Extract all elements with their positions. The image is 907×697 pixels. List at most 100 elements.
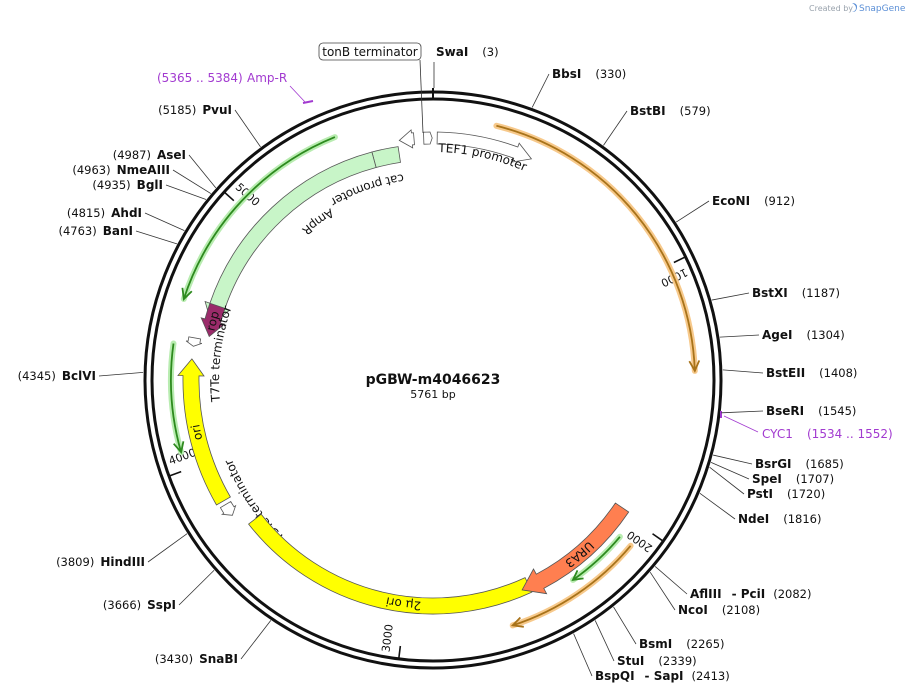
site-swai[interactable]: SwaI (3) (432, 45, 499, 100)
feature-ori[interactable]: ori (177, 358, 231, 506)
site-position: (3430) (155, 652, 193, 666)
site-ncoi[interactable]: NcoI(2108) (649, 571, 760, 617)
site-bani[interactable]: BanI (4763) (58, 224, 178, 245)
feature-2mu-ori[interactable]: 2μ ori (248, 513, 533, 615)
site-bsmi[interactable]: BsmI(2265) (613, 606, 725, 651)
primer-cyc1[interactable]: CYC1 (1534 .. 1552) (720, 411, 893, 441)
site-name: BbsI (552, 67, 581, 81)
site-name: BsrGI (755, 457, 792, 471)
site-position: (4815) (67, 206, 105, 220)
feature-rop[interactable]: rop (200, 302, 226, 338)
restriction-sites: SwaI (3) BbsI (330) BstBI (579) EcoNI(912) BstX… (18, 45, 858, 683)
site-position: (2082) (773, 587, 811, 601)
site-position: (1187) (802, 286, 840, 300)
primer-cyc1-name: CYC1 (762, 427, 793, 441)
site-position: (3809) (56, 555, 94, 569)
feature-tonb-glyph (423, 131, 433, 145)
site-name: AseI (157, 148, 186, 162)
site-bstbi[interactable]: BstBI (579) (603, 104, 711, 146)
site-position: (2265) (686, 637, 724, 651)
primer-amp-r[interactable]: (5365 .. 5384) Amp-R (157, 71, 314, 104)
site-ndei[interactable]: NdeI (1816) (699, 492, 822, 526)
site-spei[interactable]: SpeI(1707) (710, 461, 834, 486)
site-name: NmeAIII (117, 163, 170, 177)
site-position: (1707) (796, 472, 834, 486)
site-position: (1720) (787, 487, 825, 501)
feature-ori-label: ori (188, 423, 205, 441)
site-name: SnaBI (199, 652, 238, 666)
site-position: (2108) (722, 603, 760, 617)
site-bsrgi[interactable]: BsrGI (1685) (713, 454, 844, 471)
site-position: (3) (482, 45, 498, 59)
feature-rop-label: rop (204, 309, 223, 332)
feature-tonb-label: tonB terminator (322, 45, 418, 59)
plasmid-name: pGBW-m4046623 (366, 372, 501, 388)
site-name: EcoNI (712, 194, 750, 208)
site-position: (4345) (18, 369, 56, 383)
site-econi[interactable]: EcoNI(912) (675, 194, 795, 223)
site-position: (579) (680, 104, 711, 118)
site-nmeaiii[interactable]: NmeAIII (4963) (72, 163, 212, 194)
primer-amp-r-name: Amp-R (247, 71, 287, 85)
site-name: NdeI (738, 512, 769, 526)
site-name: HindIII (100, 555, 145, 569)
feature-2mu-label: 2μ ori (385, 594, 422, 612)
site-position: (4963) (72, 163, 110, 177)
site-snabi[interactable]: SnaBI (3430) (155, 620, 272, 666)
site-bgli[interactable]: BglI(4935) (92, 178, 207, 200)
site-name: SwaI (436, 45, 468, 59)
site-agei[interactable]: AgeI (1304) (719, 328, 845, 342)
site-bspqi[interactable]: BspQI(2413)- SapI (573, 633, 730, 683)
site-name: BanI (103, 224, 133, 238)
created-by-text: Created by (809, 4, 853, 13)
site-position: (4763) (58, 224, 96, 238)
feature-tonb-terminator[interactable]: tonB terminator (318, 42, 424, 134)
site-position: (4987) (113, 148, 151, 162)
primer-cyc1-range: (1534 .. 1552) (807, 427, 893, 441)
snapgene-brand: SnapGene (859, 4, 906, 14)
primer-amp-r-range: (5365 .. 5384) (157, 71, 243, 85)
site-position: (1685) (806, 457, 844, 471)
site-name: BglI (137, 178, 163, 192)
site-bclvi[interactable]: BclVI (4345) (18, 369, 144, 383)
site-position: (330) (595, 67, 626, 81)
snapgene-logo-icon (852, 3, 857, 12)
site-stui[interactable]: StuI(2339) (594, 620, 697, 668)
site-position: (5185) (158, 103, 196, 117)
site-bsteii[interactable]: BstEII (1408) (722, 366, 858, 380)
site-name: AgeI (762, 328, 792, 342)
feature-tef1-promoter[interactable]: TEF1 promoter (436, 131, 533, 174)
site-bstxi[interactable]: BstXI (1187) (711, 286, 840, 301)
site-extra-name: - PciI (732, 587, 766, 601)
site-name: AhdI (111, 206, 142, 220)
site-name: BstXI (752, 286, 788, 300)
site-afliii[interactable]: AflIII (2082) - PciI (654, 566, 811, 601)
site-ahdi[interactable]: AhdI (4815) (67, 206, 185, 232)
site-asei[interactable]: AseI (4987) (113, 148, 217, 189)
feature-line-arrows (167, 122, 701, 629)
site-name: PvuI (202, 103, 232, 117)
site-position: (1408) (819, 366, 857, 380)
site-position: (1304) (806, 328, 844, 342)
feature-small-arrow (398, 129, 415, 149)
site-name: BseRI (766, 404, 804, 418)
site-name: SspI (147, 598, 176, 612)
feature-ampr[interactable]: AmpR (204, 151, 377, 326)
site-hindiii[interactable]: HindIII (3809) (56, 533, 188, 569)
site-sspi[interactable]: SspI (3666) (103, 569, 215, 612)
tick-label: 3000 (379, 624, 395, 653)
site-bbsi[interactable]: BbsI (330) (531, 67, 626, 108)
site-name: AflIII (690, 587, 722, 601)
site-position: (2413) (692, 669, 730, 683)
site-name: PstI (747, 487, 773, 501)
site-name: BstEII (766, 366, 805, 380)
site-psti[interactable]: PstI (1720) (709, 466, 826, 501)
site-pvui[interactable]: PvuI (5185) (158, 103, 261, 148)
site-position: (3666) (103, 598, 141, 612)
feature-ampr-label: AmpR (299, 206, 336, 238)
site-bseri[interactable]: BseRI(1545) (721, 404, 856, 418)
site-position: (1816) (783, 512, 821, 526)
site-name: BstBI (630, 104, 666, 118)
site-name: BclVI (62, 369, 96, 383)
